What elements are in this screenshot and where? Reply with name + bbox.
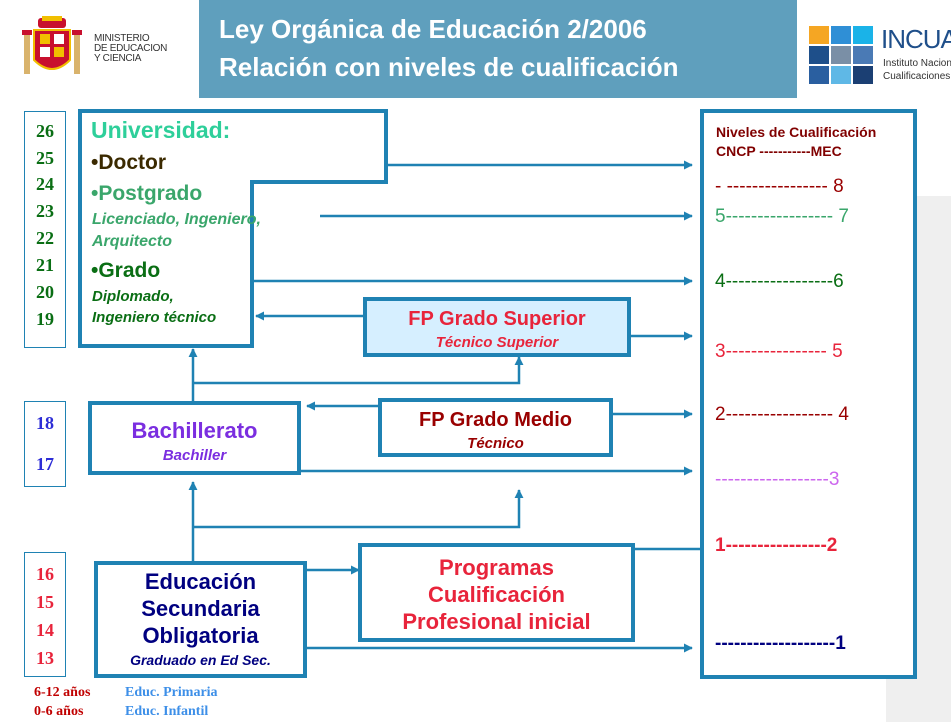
- arrow-bachillerato-to-fpsuperior: [193, 356, 524, 385]
- eso-sub: Graduado en Ed Sec.: [130, 652, 271, 668]
- grado-sub-2: Ingeniero técnico: [92, 309, 217, 326]
- arrow-eso-to-fpmedio: [193, 489, 524, 529]
- level-4: 2----------------- 4: [715, 404, 849, 425]
- eso-line-2: Secundaria: [141, 596, 260, 621]
- fp-superior-sub: Técnico Superior: [435, 334, 559, 351]
- level-7: 5----------------- 7: [715, 206, 849, 227]
- level-3: ------------------3: [715, 469, 840, 490]
- age-column-middle: 18 17: [24, 401, 66, 487]
- age-16: 16: [36, 564, 54, 584]
- infantil-age: 0-6 años: [34, 704, 84, 719]
- title-band: Ley Orgánica de Educación 2/2006 Relació…: [199, 0, 797, 98]
- age-21: 21: [36, 255, 54, 275]
- primaria-label: Educ. Primaria: [125, 685, 218, 700]
- fp-superior-title: FP Grado Superior: [408, 308, 586, 330]
- age-24: 24: [36, 174, 54, 194]
- age-18: 18: [36, 413, 54, 433]
- level-8: - ---------------- 8: [715, 176, 844, 197]
- eso-line-3: Obligatoria: [142, 623, 259, 648]
- pcpi-line-2: Cualificación: [428, 582, 565, 607]
- universidad-doctor: •Doctor: [91, 151, 167, 174]
- incual-sub-1: Instituto Nacional: [883, 58, 951, 69]
- fp-medio-box: FP Grado Medio Técnico: [378, 398, 613, 457]
- age-25: 25: [36, 148, 54, 168]
- pcpi-box: Programas Cualificación Profesional inic…: [358, 543, 635, 642]
- title-line-2: Relación con niveles de cualificación: [219, 52, 679, 82]
- pcpi-line-1: Programas: [439, 555, 554, 580]
- bachillerato-sub: Bachiller: [162, 447, 227, 464]
- age-column-lower: 16 15 14 13: [24, 552, 66, 677]
- universidad-title: Universidad:: [91, 117, 231, 143]
- fp-medio-title: FP Grado Medio: [419, 409, 572, 431]
- pcpi-line-3: Profesional inicial: [402, 609, 591, 634]
- eso-line-1: Educación: [144, 569, 257, 594]
- bachillerato-title: Bachillerato: [131, 418, 258, 443]
- level-2: 1----------------2: [715, 535, 838, 556]
- age-column-upper: 26 25 24 23 22 21 20 19: [24, 111, 66, 348]
- incual-sub-2: Cualificaciones: [883, 71, 951, 82]
- universidad-grado: •Grado: [91, 259, 161, 282]
- niveles-title-2: CNCP -----------MEC: [716, 143, 842, 159]
- age-17: 17: [36, 454, 54, 474]
- level-1: -------------------1: [715, 633, 846, 654]
- incual-logo: INCUAL Instituto Nacional Cualificacione…: [797, 0, 951, 98]
- infantil-label: Educ. Infantil: [125, 704, 209, 719]
- incual-name: INCUAL: [881, 24, 951, 54]
- niveles-title-1: Niveles de Cualificación: [716, 124, 877, 140]
- postgrado-sub-1: Licenciado, Ingeniero,: [92, 211, 261, 228]
- incual-mosaic-icon: [809, 26, 873, 84]
- ministry-text: MINISTERIO DE EDUCACION Y CIENCIA: [94, 33, 168, 64]
- niveles-box: [700, 109, 917, 679]
- age-13: 13: [36, 648, 54, 668]
- fp-medio-sub: Técnico: [467, 435, 524, 452]
- title-line-1: Ley Orgánica de Educación 2/2006: [219, 14, 647, 44]
- postgrado-sub-2: Arquitecto: [92, 233, 172, 250]
- age-19: 19: [36, 309, 54, 329]
- age-26: 26: [36, 121, 54, 141]
- level-6: 4-----------------6: [715, 271, 844, 292]
- bachillerato-box: Bachillerato Bachiller: [88, 401, 301, 475]
- eso-box: Educación Secundaria Obligatoria Graduad…: [94, 561, 307, 678]
- header: MINISTERIO DE EDUCACION Y CIENCIA Ley Or…: [0, 0, 951, 98]
- ministry-logo: MINISTERIO DE EDUCACION Y CIENCIA: [0, 0, 199, 98]
- universidad-box: [78, 109, 388, 348]
- age-15: 15: [36, 592, 54, 612]
- grado-sub-1: Diplomado,: [92, 288, 174, 305]
- coat-of-arms-icon: [22, 16, 82, 74]
- age-22: 22: [36, 228, 54, 248]
- primaria-age: 6-12 años: [34, 685, 91, 700]
- fp-superior-box: FP Grado Superior Técnico Superior: [363, 297, 631, 357]
- age-23: 23: [36, 201, 54, 221]
- age-14: 14: [36, 620, 54, 640]
- age-20: 20: [36, 282, 54, 302]
- level-5: 3---------------- 5: [715, 341, 843, 362]
- universidad-postgrado: •Postgrado: [91, 182, 203, 205]
